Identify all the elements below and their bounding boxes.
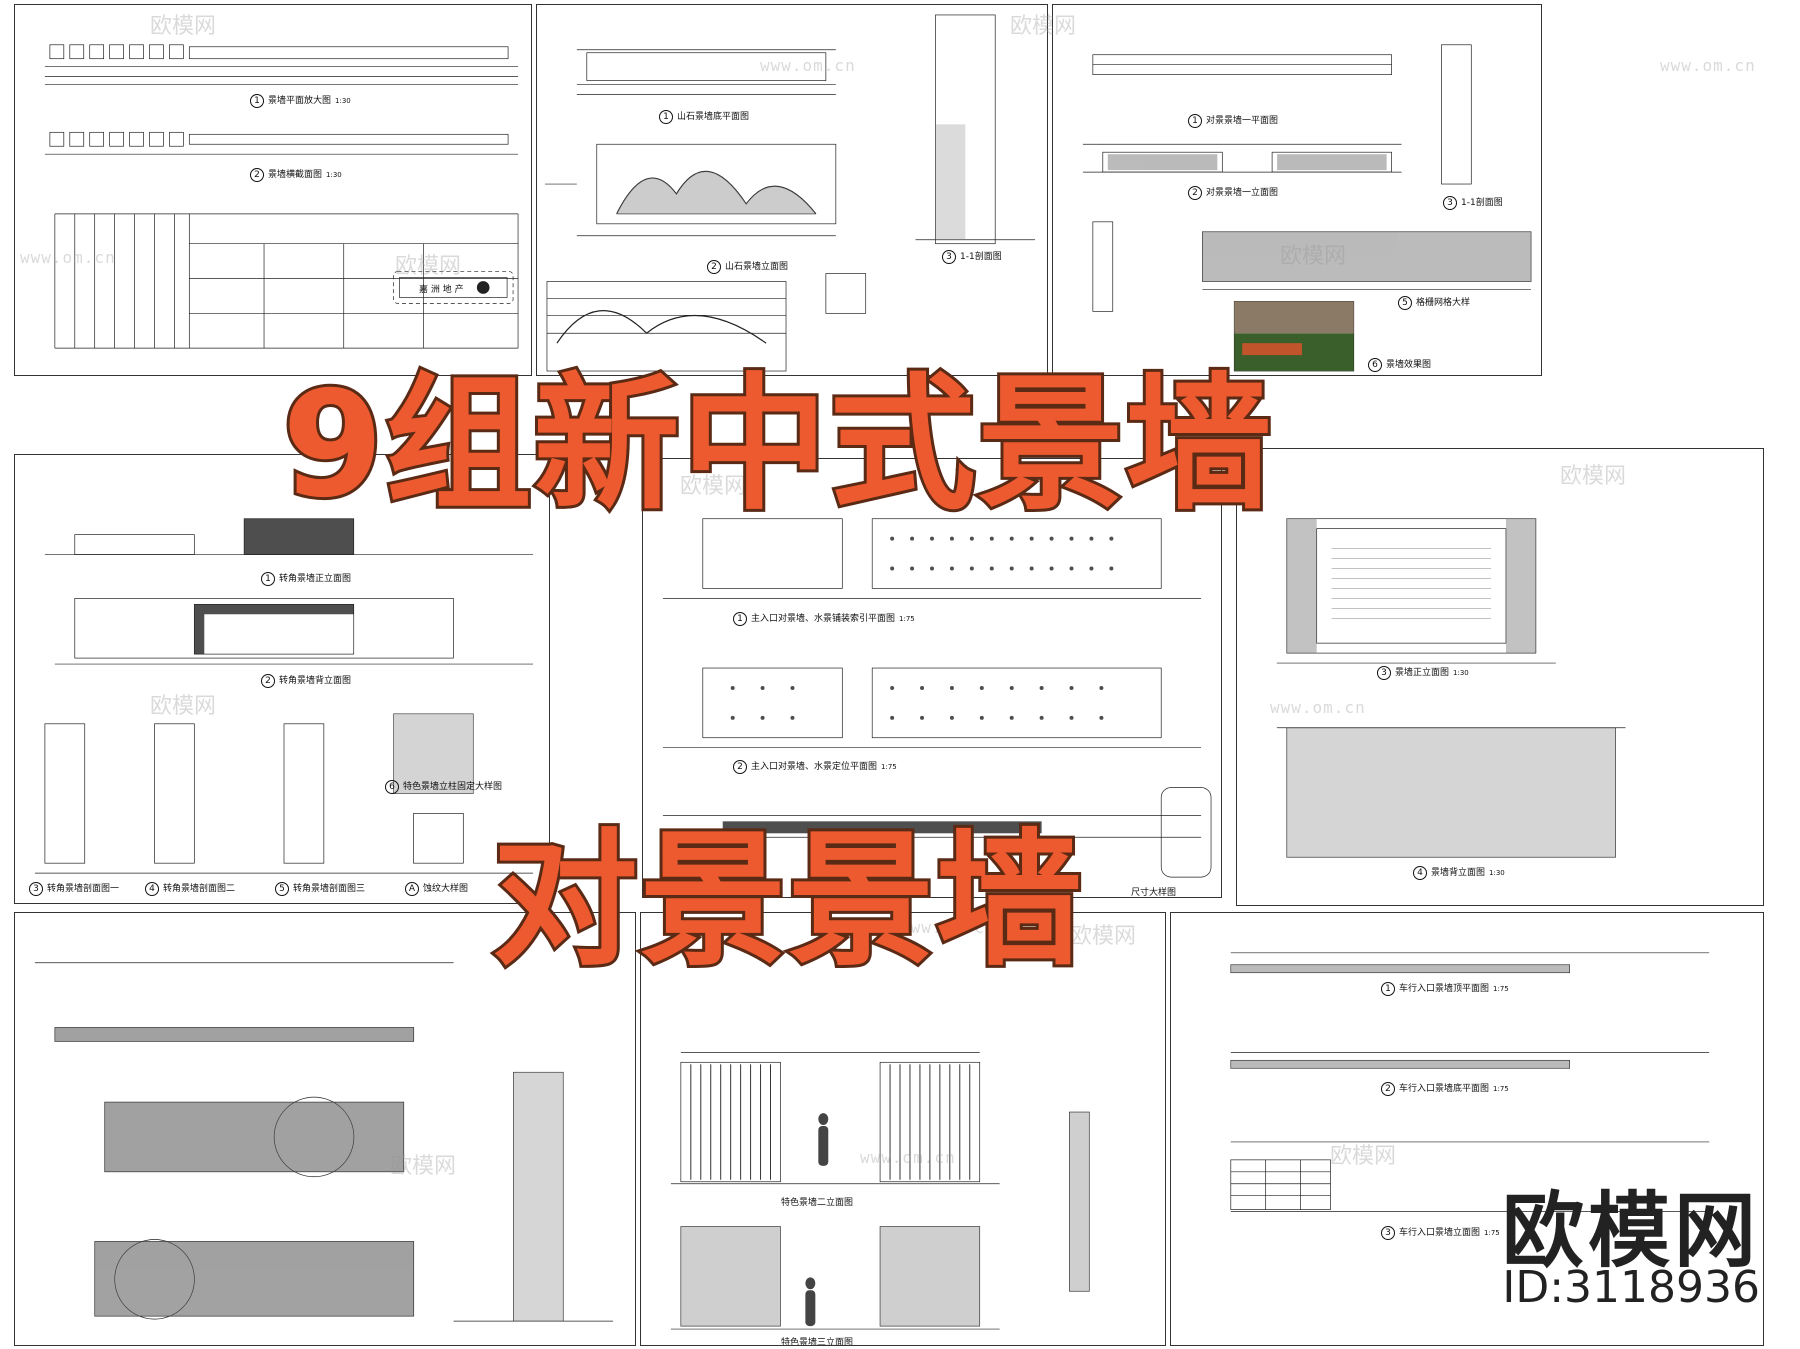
brand-name: 欧模网 (1501, 1184, 1760, 1279)
drawing-sheet-feature-wall-1 (14, 912, 636, 1346)
plaque-text: 嘉 洲 地 产 (419, 285, 464, 295)
sheet-linework (544, 14, 1036, 372)
sheet-linework (1082, 44, 1532, 372)
sheet-linework (1230, 952, 1710, 1212)
sheet-linework (662, 518, 1212, 878)
drawing-sheet-feature-wall-2: 特色景墙二立面图 特色景墙三立面图 (640, 912, 1166, 1346)
sheet-linework (34, 962, 614, 1322)
brand-id: ID:3118936 (1502, 1262, 1760, 1313)
drawing-caption: 特色景墙二立面图 (781, 1198, 854, 1208)
headline-subtitle: 对景景墙 (489, 816, 1085, 986)
drawing-caption: 特色景墙三立面图 (781, 1338, 854, 1346)
sheet-linework (1276, 518, 1626, 858)
watermark-url: www.om.cn (1660, 56, 1756, 75)
drawing-caption: 尺寸大样图 (1131, 888, 1177, 898)
sheet-linework (44, 44, 519, 349)
headline-title: 9组新中式景墙 (279, 360, 1275, 530)
sheet-linework (670, 1052, 1090, 1330)
sheet-linework (34, 518, 534, 874)
